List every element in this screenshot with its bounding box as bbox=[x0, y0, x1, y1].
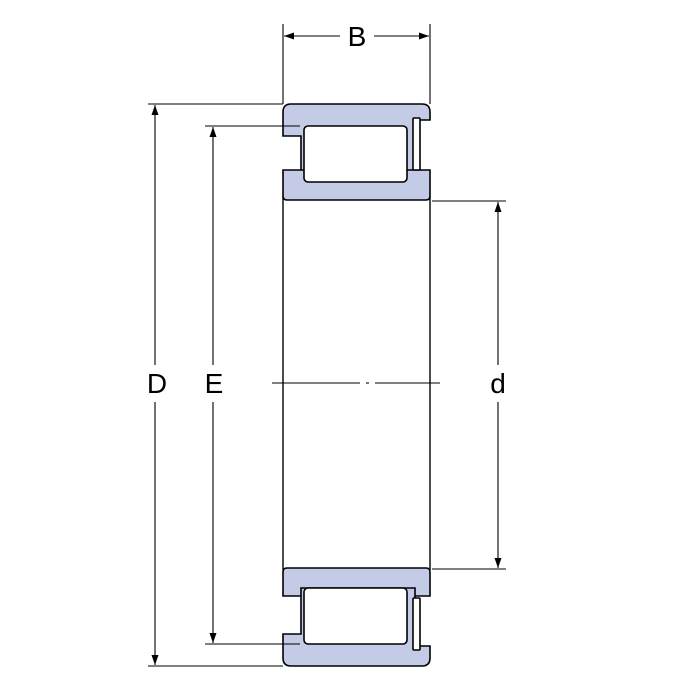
dimension-d-outer: D bbox=[147, 103, 283, 667]
top-ring-section bbox=[282, 103, 431, 201]
bottom-ring-section bbox=[282, 567, 431, 667]
label-b: B bbox=[348, 21, 367, 52]
label-d-outer: D bbox=[147, 368, 167, 399]
dimension-d-bore: d bbox=[432, 200, 506, 570]
bottom-roller bbox=[303, 587, 408, 645]
dimension-b: B bbox=[282, 21, 431, 104]
label-e: E bbox=[205, 368, 224, 399]
top-snap-ring bbox=[412, 117, 421, 171]
dimension-e: E bbox=[205, 125, 300, 645]
bottom-snap-ring bbox=[412, 597, 421, 651]
label-d-bore: d bbox=[490, 368, 506, 399]
top-roller bbox=[303, 125, 408, 183]
